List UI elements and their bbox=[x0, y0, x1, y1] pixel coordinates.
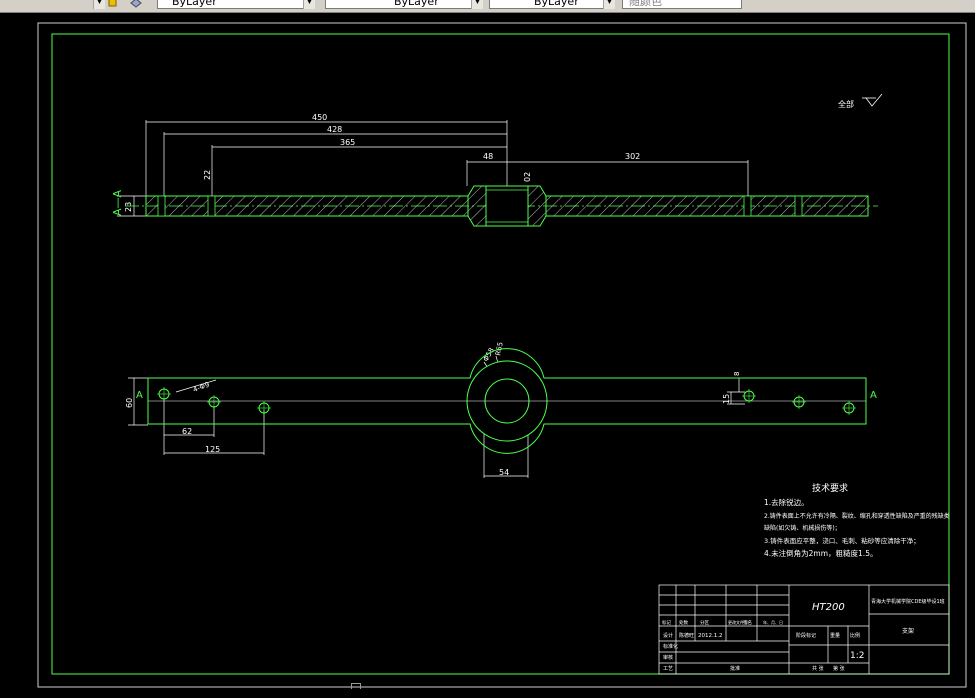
svg-text:302: 302 bbox=[625, 152, 640, 161]
svg-text:23: 23 bbox=[124, 202, 133, 212]
technical-requirements: 技术要求 1.去除锐边。 2.铸件表面上不允许有冷隔、裂纹、缩孔和穿透性缺陷及严… bbox=[764, 482, 950, 558]
svg-text:02: 02 bbox=[523, 172, 532, 182]
properties-toolbar: ▼ ByLayer ▼ ByLayer ▼ ByLayer ▼ 随颜色 bbox=[0, 0, 975, 13]
roughness-symbol-icon bbox=[865, 93, 883, 107]
svg-text:A: A bbox=[870, 390, 877, 401]
svg-text:第 张: 第 张 bbox=[833, 665, 845, 672]
svg-text:A—A: A—A bbox=[111, 189, 124, 216]
svg-text:8: 8 bbox=[733, 372, 741, 376]
svg-text:阶段标记: 阶段标记 bbox=[796, 632, 816, 639]
svg-text:年、月、日: 年、月、日 bbox=[763, 619, 783, 625]
svg-text:工艺: 工艺 bbox=[663, 666, 673, 672]
svg-text:A: A bbox=[136, 390, 143, 401]
svg-text:54: 54 bbox=[499, 468, 509, 477]
svg-text:HT200: HT200 bbox=[812, 602, 845, 613]
svg-text:4-Φ9: 4-Φ9 bbox=[192, 381, 211, 394]
plot-style-combo[interactable]: 随颜色 bbox=[622, 0, 742, 9]
svg-text:缺陷(如欠铸、机械损伤等)；: 缺陷(如欠铸、机械损伤等)； bbox=[764, 524, 841, 532]
svg-text:全部: 全部 bbox=[838, 99, 854, 109]
svg-text:1:2: 1:2 bbox=[850, 651, 864, 661]
svg-text:标准化: 标准化 bbox=[663, 643, 678, 650]
svg-text:陈德旺: 陈德旺 bbox=[679, 632, 694, 639]
svg-text:标记: 标记 bbox=[662, 619, 671, 626]
plan-view: 60 62 125 54 14 15 8 4-Φ9 Φ58 R65 A A bbox=[125, 341, 877, 478]
svg-text:比例: 比例 bbox=[850, 632, 860, 639]
svg-text:签名: 签名 bbox=[743, 619, 752, 626]
lineweight-combo[interactable]: ByLayer bbox=[489, 0, 615, 9]
svg-text:支架: 支架 bbox=[902, 627, 914, 635]
layer-previous-icon[interactable] bbox=[130, 0, 142, 8]
linetype-combo-arrow[interactable]: ▼ bbox=[471, 0, 483, 9]
dropdown-arrow[interactable]: ▼ bbox=[93, 0, 105, 9]
svg-text:更改文件号: 更改文件号 bbox=[728, 619, 748, 625]
svg-text:365: 365 bbox=[340, 138, 355, 147]
svg-text:批准: 批准 bbox=[730, 665, 740, 672]
color-combo-arrow[interactable]: ▼ bbox=[303, 0, 315, 9]
svg-text:125: 125 bbox=[205, 445, 220, 454]
svg-text:重量: 重量 bbox=[830, 632, 840, 639]
svg-text:分区: 分区 bbox=[700, 619, 709, 626]
svg-text:共 张: 共 张 bbox=[812, 665, 824, 672]
svg-text:技术要求: 技术要求 bbox=[812, 482, 848, 494]
paper-border bbox=[37, 22, 967, 688]
svg-text:设计: 设计 bbox=[663, 632, 673, 639]
layer-state-icon[interactable] bbox=[108, 0, 120, 8]
svg-text:3.铸件表面应平整，浇口、毛刺、粘砂等应清除干净；: 3.铸件表面应平整，浇口、毛刺、粘砂等应清除干净； bbox=[764, 536, 920, 545]
svg-text:428: 428 bbox=[327, 125, 342, 134]
svg-text:青海大学机械学院CDE级毕设1班: 青海大学机械学院CDE级毕设1班 bbox=[871, 598, 945, 605]
svg-text:22: 22 bbox=[203, 170, 212, 180]
lineweight-combo-arrow[interactable]: ▼ bbox=[603, 0, 615, 9]
svg-text:2012.1.2: 2012.1.2 bbox=[698, 633, 723, 639]
color-combo[interactable]: ByLayer bbox=[157, 0, 315, 9]
drawing-canvas[interactable]: 全部 450 428 365 48 302 23 22 02 bbox=[0, 13, 975, 689]
svg-text:4.未注倒角为2mm，粗糙度1.5。: 4.未注倒角为2mm，粗糙度1.5。 bbox=[764, 548, 877, 558]
model-tab-marker[interactable] bbox=[351, 683, 361, 689]
svg-text:62: 62 bbox=[182, 427, 192, 436]
status-strip bbox=[0, 689, 975, 698]
svg-text:R65: R65 bbox=[494, 341, 505, 356]
drawing-frame bbox=[51, 33, 950, 675]
roughness-note: 全部 bbox=[838, 93, 883, 109]
svg-text:2.铸件表面上不允许有冷隔、裂纹、缩孔和穿透性缺陷及严重的残: 2.铸件表面上不允许有冷隔、裂纹、缩孔和穿透性缺陷及严重的残缺类 bbox=[764, 512, 950, 520]
svg-text:450: 450 bbox=[312, 113, 327, 122]
svg-text:处数: 处数 bbox=[679, 619, 688, 626]
linetype-combo[interactable]: ByLayer bbox=[325, 0, 483, 9]
svg-text:48: 48 bbox=[483, 152, 493, 161]
section-view: 450 428 365 48 302 23 22 02 A—A bbox=[111, 113, 878, 227]
title-block: HT200 青海大学机械学院CDE级毕设1班 支架 1:2 2012.1.2 设… bbox=[658, 584, 950, 675]
svg-text:1.去除锐边。: 1.去除锐边。 bbox=[764, 497, 809, 507]
svg-text:审核: 审核 bbox=[663, 654, 673, 661]
svg-text:60: 60 bbox=[125, 398, 134, 408]
svg-text:15: 15 bbox=[722, 394, 731, 404]
